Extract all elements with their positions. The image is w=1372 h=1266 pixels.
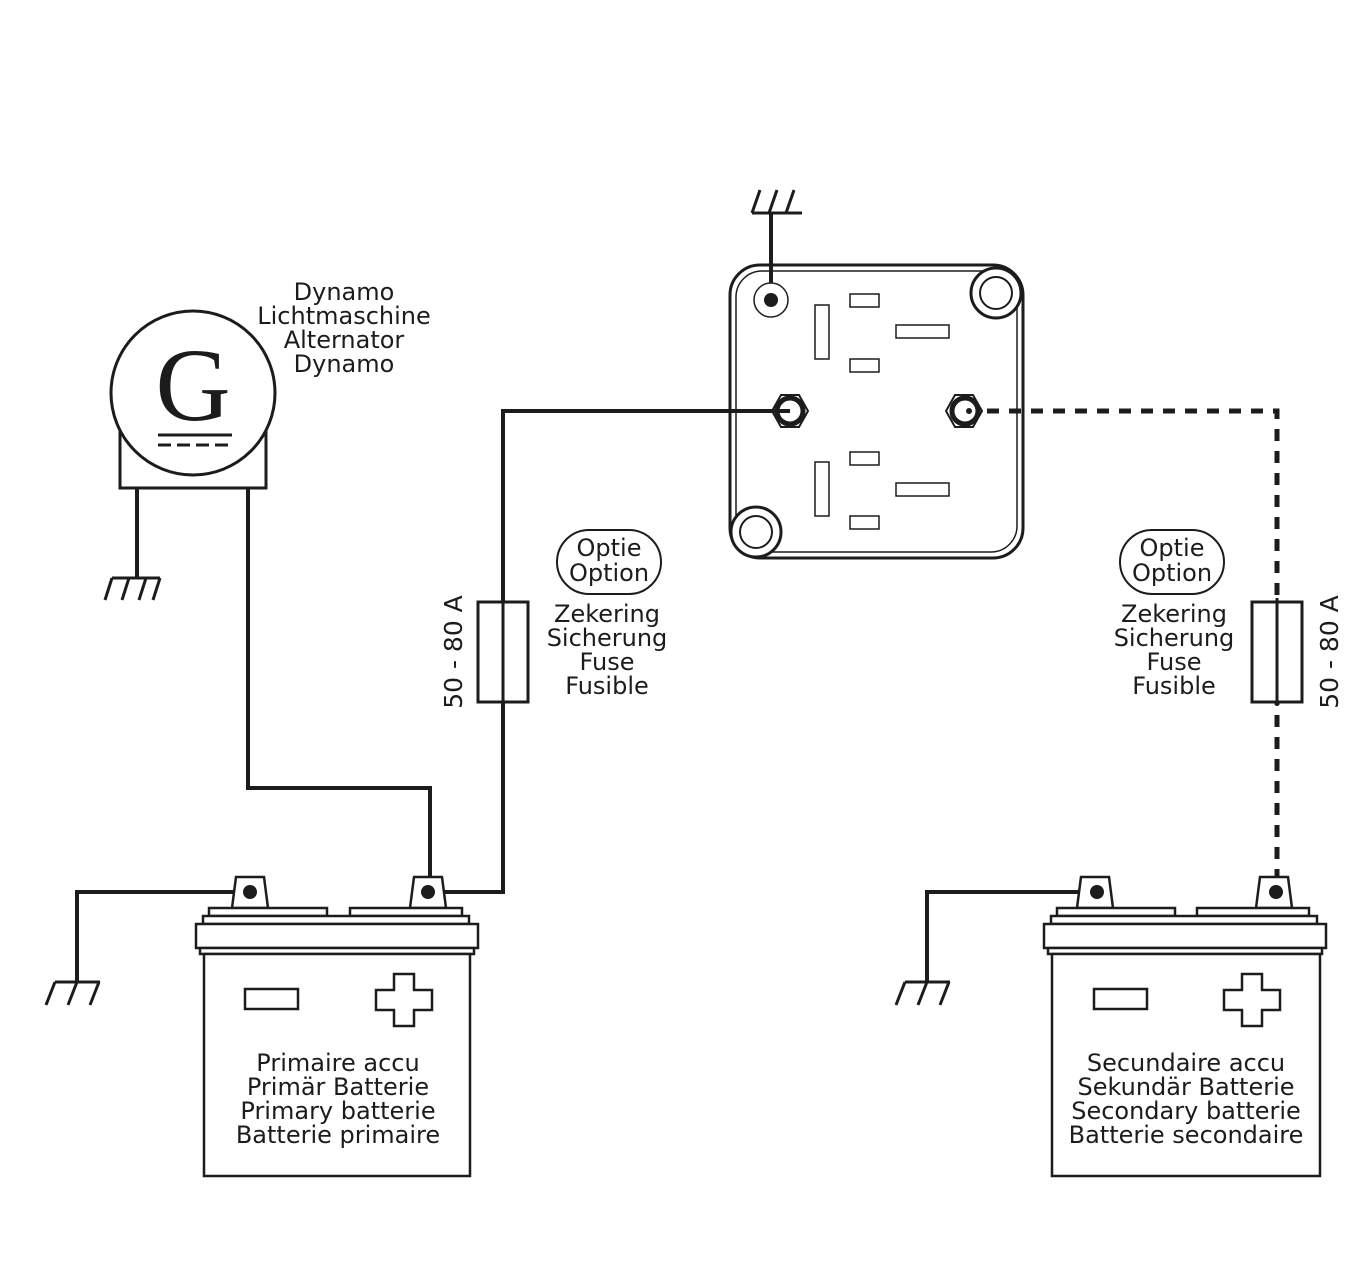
fuse-left-option-en: Option [569, 559, 649, 587]
fuse-right-option-nl: Optie [1140, 534, 1205, 562]
fuse-left-label-nl: Zekering [554, 600, 660, 628]
relay-terminal-right [944, 394, 984, 428]
battery-secondary-minus-sign [1092, 987, 1149, 1011]
fuse-right-label-de: Sicherung [1114, 624, 1235, 652]
battery-secondary-label-fr: Batterie secondaire [1069, 1121, 1304, 1149]
fuse-right-label-nl: Zekering [1121, 600, 1227, 628]
battery-primary-label-de: Primär Batterie [247, 1073, 429, 1101]
battery-primary-minus-sign [243, 987, 300, 1011]
fuse-right-rating: 50 - 80 A [1315, 595, 1344, 709]
fuse-left-option-badge: Optie Option [556, 529, 662, 595]
fuse-right [1250, 598, 1304, 706]
battery-primary-labels: Primaire accu Primär Batterie Primary ba… [236, 1049, 440, 1149]
alternator-label-en: Alternator [284, 326, 405, 354]
battery-primary [194, 875, 480, 1178]
fuse-left-label-de: Sicherung [547, 624, 668, 652]
alternator: G [109, 309, 277, 490]
fuse-left-rating: 50 - 80 A [439, 595, 468, 709]
fuse-right-label-fr: Fusible [1132, 672, 1216, 700]
wire-primary-ground [75, 890, 248, 982]
wire-secondary-ground [925, 890, 1096, 982]
battery-secondary-plus-sign [1222, 972, 1282, 1028]
fuse-right-option-badge: Optie Option [1119, 529, 1225, 595]
relay-mount-hole-top-right [969, 266, 1023, 320]
wire-relay-to-secondary-dashed [965, 408, 1280, 892]
relay-mount-hole-bottom-left [729, 505, 783, 559]
fuse-right-labels: Zekering Sicherung Fuse Fusible [1114, 600, 1235, 700]
ground-symbol-relay [750, 189, 802, 215]
alternator-symbol: G [155, 328, 230, 443]
battery-primary-label-nl: Primaire accu [256, 1049, 419, 1077]
battery-secondary-label-en: Secondary batterie [1071, 1097, 1301, 1125]
battery-secondary-labels: Secundaire accu Sekundär Batterie Second… [1069, 1049, 1304, 1149]
fuse-left [476, 595, 530, 710]
battery-secondary [1042, 875, 1328, 1178]
ground-symbol-alternator [103, 576, 162, 601]
wire-alternator-to-primary [246, 488, 432, 892]
ground-symbol-primary-battery [44, 980, 101, 1006]
fuse-right-option-en: Option [1132, 559, 1212, 587]
battery-primary-plus-sign [374, 972, 434, 1028]
alternator-label-fr: Dynamo [294, 350, 395, 378]
battery-primary-label-fr: Batterie primaire [236, 1121, 440, 1149]
alternator-labels: Dynamo Lichtmaschine Alternator Dynamo [257, 278, 431, 378]
battery-primary-label-en: Primary batterie [240, 1097, 435, 1125]
fuse-left-label-en: Fuse [580, 648, 635, 676]
ground-symbol-secondary-battery [894, 980, 951, 1006]
fuse-right-label-en: Fuse [1147, 648, 1202, 676]
fuse-left-option-nl: Optie [577, 534, 642, 562]
battery-secondary-label-nl: Secundaire accu [1087, 1049, 1285, 1077]
alternator-label-nl: Dynamo [294, 278, 395, 306]
alternator-label-de: Lichtmaschine [257, 302, 431, 330]
fuse-left-labels: Zekering Sicherung Fuse Fusible [547, 600, 668, 700]
battery-secondary-label-de: Sekundär Batterie [1077, 1073, 1294, 1101]
fuse-left-label-fr: Fusible [565, 672, 649, 700]
